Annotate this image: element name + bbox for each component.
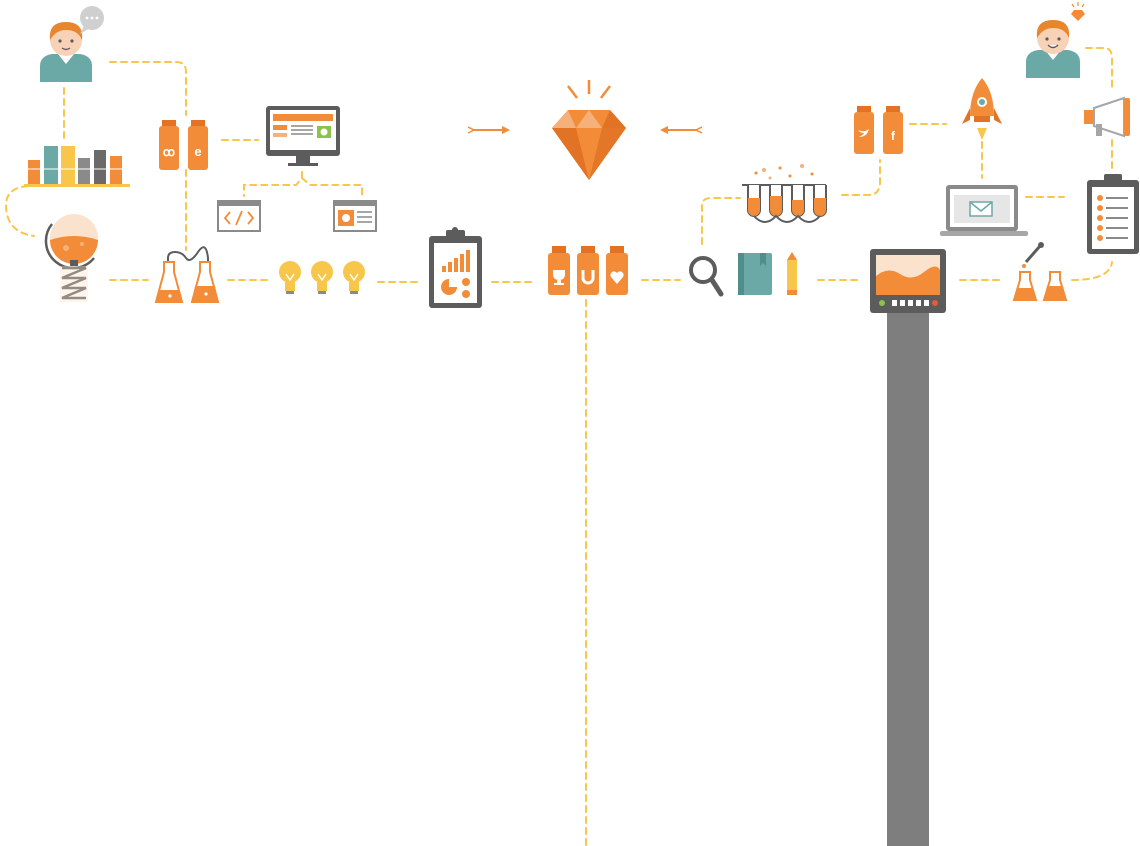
pencil-icon <box>787 252 797 295</box>
profile-window-icon <box>333 200 377 232</box>
person-with-diamond-icon <box>1026 2 1085 78</box>
rocket-icon <box>962 78 1002 140</box>
path-person-to-megaphone <box>1085 47 1113 91</box>
twitter-bird-icon <box>858 129 869 137</box>
path-person-to-bottles <box>109 61 187 116</box>
path-flasks-to-checklist <box>1071 261 1113 281</box>
lightbulbs-icon <box>279 261 365 294</box>
path-search-to-tubes <box>701 197 741 245</box>
machine-screen-icon <box>870 249 946 846</box>
notebook-icon <box>738 253 772 295</box>
machine-pillar <box>887 300 929 846</box>
person-with-speech-bubble-icon <box>40 6 104 82</box>
bottle-label-facebook: f <box>891 129 896 143</box>
lab-flasks-icon <box>154 246 220 303</box>
desktop-monitor-icon <box>266 106 340 166</box>
path-monitor-branch <box>243 171 363 197</box>
speech-bubble-icon <box>80 6 104 34</box>
megaphone-icon <box>1084 96 1130 138</box>
heart-icon <box>610 271 624 284</box>
magnet-icon <box>581 270 595 285</box>
magnifying-glass-icon <box>689 256 724 297</box>
bottle-label-hubspot: ꝏ <box>163 145 175 159</box>
laptop-email-icon <box>940 185 1028 236</box>
dropper-and-flasks-icon <box>1012 242 1068 301</box>
globe-on-spring-icon <box>44 214 98 302</box>
diamond-icon <box>552 80 626 180</box>
code-window-icon <box>217 200 261 232</box>
hubspot-and-e-bottles-icon: ꝏ e <box>159 120 208 170</box>
connector-paths <box>4 47 1113 846</box>
path-books-to-globe <box>4 185 35 237</box>
test-tubes-icon <box>742 164 827 223</box>
path-tubes-to-social <box>841 159 881 196</box>
bottle-label-e: e <box>194 144 201 159</box>
converging-arrows-icon <box>467 126 703 134</box>
clipboard-chart-icon <box>429 227 482 308</box>
clipboard-checklist-icon <box>1087 174 1139 254</box>
twitter-facebook-bottles-icon: f <box>854 106 903 154</box>
books-shelf-icon <box>24 146 130 187</box>
trophy-icon <box>553 270 565 285</box>
small-diamond-icon <box>1071 2 1085 21</box>
trophy-magnet-heart-bottles-icon <box>548 246 628 295</box>
